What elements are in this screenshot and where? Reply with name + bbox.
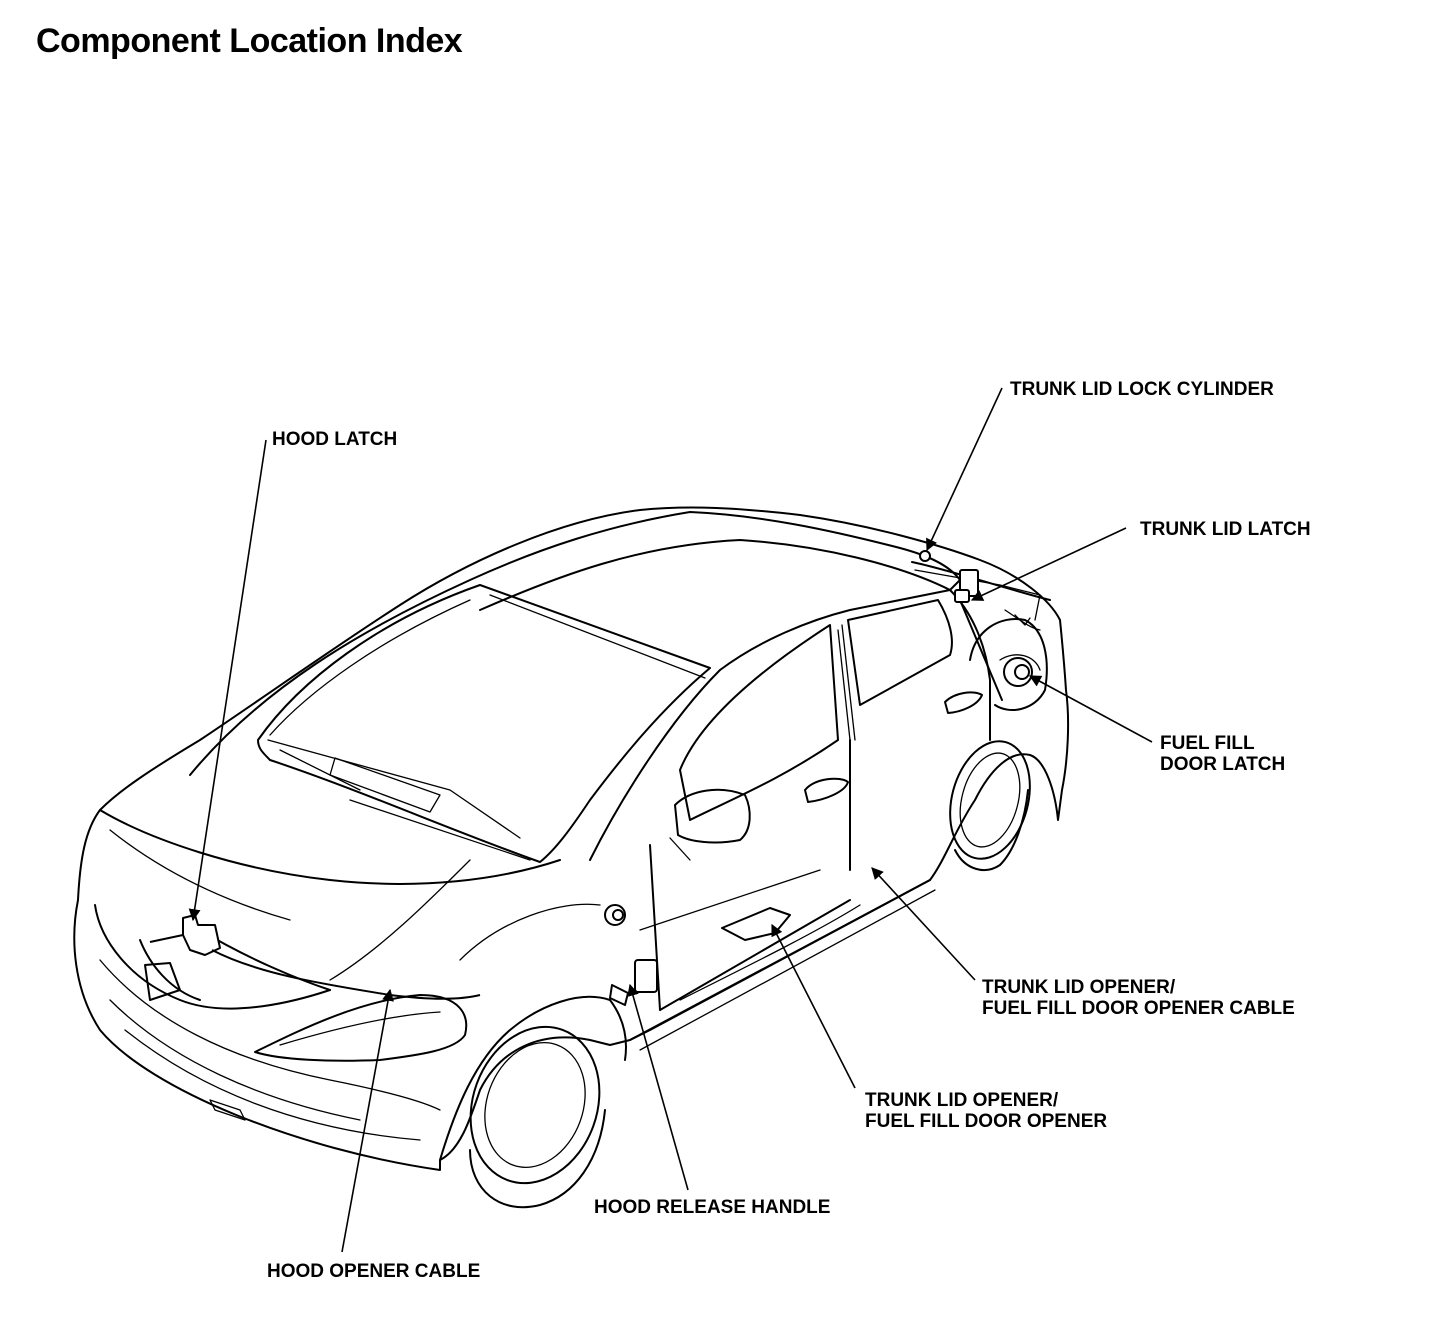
fuel-fill-door-latch-part	[1003, 657, 1033, 687]
fuel-fill-door-latch-label-line1: FUEL FILL	[1160, 733, 1255, 754]
hood-release-handle-leader	[627, 983, 689, 1191]
trunk-lid-latch-label: TRUNK LID LATCH	[1140, 519, 1311, 540]
fuel-fill-door-latch-label-line2: DOOR LATCH	[1160, 754, 1285, 775]
opener-label-line2: FUEL FILL DOOR OPENER	[865, 1111, 1107, 1132]
hood-release-handle-part	[609, 959, 658, 1006]
opener-cable-leader	[871, 867, 976, 981]
fuel-door-opener-part	[721, 907, 791, 941]
opener-cable-label-line2: FUEL FILL DOOR OPENER CABLE	[982, 998, 1295, 1019]
opener-cable-label-line1: TRUNK LID OPENER/	[982, 977, 1176, 998]
trunk-lid-latch-part	[954, 569, 979, 603]
car-roof	[189, 511, 961, 776]
hood-opener-cable-label: HOOD OPENER CABLE	[267, 1261, 480, 1282]
hood-release-handle-label: HOOD RELEASE HANDLE	[594, 1197, 830, 1218]
hood-latch-part	[149, 914, 221, 956]
callout-hood-opener-cable: HOOD OPENER CABLE	[267, 1261, 480, 1282]
trunk-lid-lock-cylinder-part	[919, 550, 931, 562]
hood-opener-cable-part	[211, 949, 481, 1000]
callout-hood-release-handle: HOOD RELEASE HANDLE	[594, 1197, 830, 1218]
fuel-fill-door-latch-leader	[1028, 675, 1153, 743]
windshield	[257, 584, 711, 863]
front-fuel-door-latch	[604, 904, 626, 926]
callout-hood-latch: HOOD LATCH	[272, 429, 397, 450]
car-body-outline	[73, 506, 1070, 1171]
callout-fuel-fill-door-latch: FUEL FILL DOOR LATCH	[1160, 733, 1285, 775]
car-illustration	[73, 506, 1070, 1209]
page-title: Component Location Index	[36, 22, 463, 60]
opener-label-line1: TRUNK LID OPENER/	[865, 1090, 1059, 1111]
trunk-lid-lock-cylinder-leader	[926, 387, 1003, 552]
hood-opener-cable-leader	[341, 988, 394, 1253]
callout-trunk-lid-latch: TRUNK LID LATCH	[1140, 519, 1311, 540]
callout-trunk-lid-lock-cylinder: TRUNK LID LOCK CYLINDER	[1010, 379, 1274, 400]
hood-latch-leader	[188, 439, 267, 922]
trunk-lid-lock-cylinder-label: TRUNK LID LOCK CYLINDER	[1010, 379, 1274, 400]
trunk-lid-latch-leader	[970, 527, 1127, 601]
callout-opener-cable: TRUNK LID OPENER/ FUEL FILL DOOR OPENER …	[982, 977, 1295, 1019]
hood-latch-label: HOOD LATCH	[272, 429, 397, 450]
opener-leader	[771, 923, 856, 1089]
callout-opener: TRUNK LID OPENER/ FUEL FILL DOOR OPENER	[865, 1090, 1107, 1132]
